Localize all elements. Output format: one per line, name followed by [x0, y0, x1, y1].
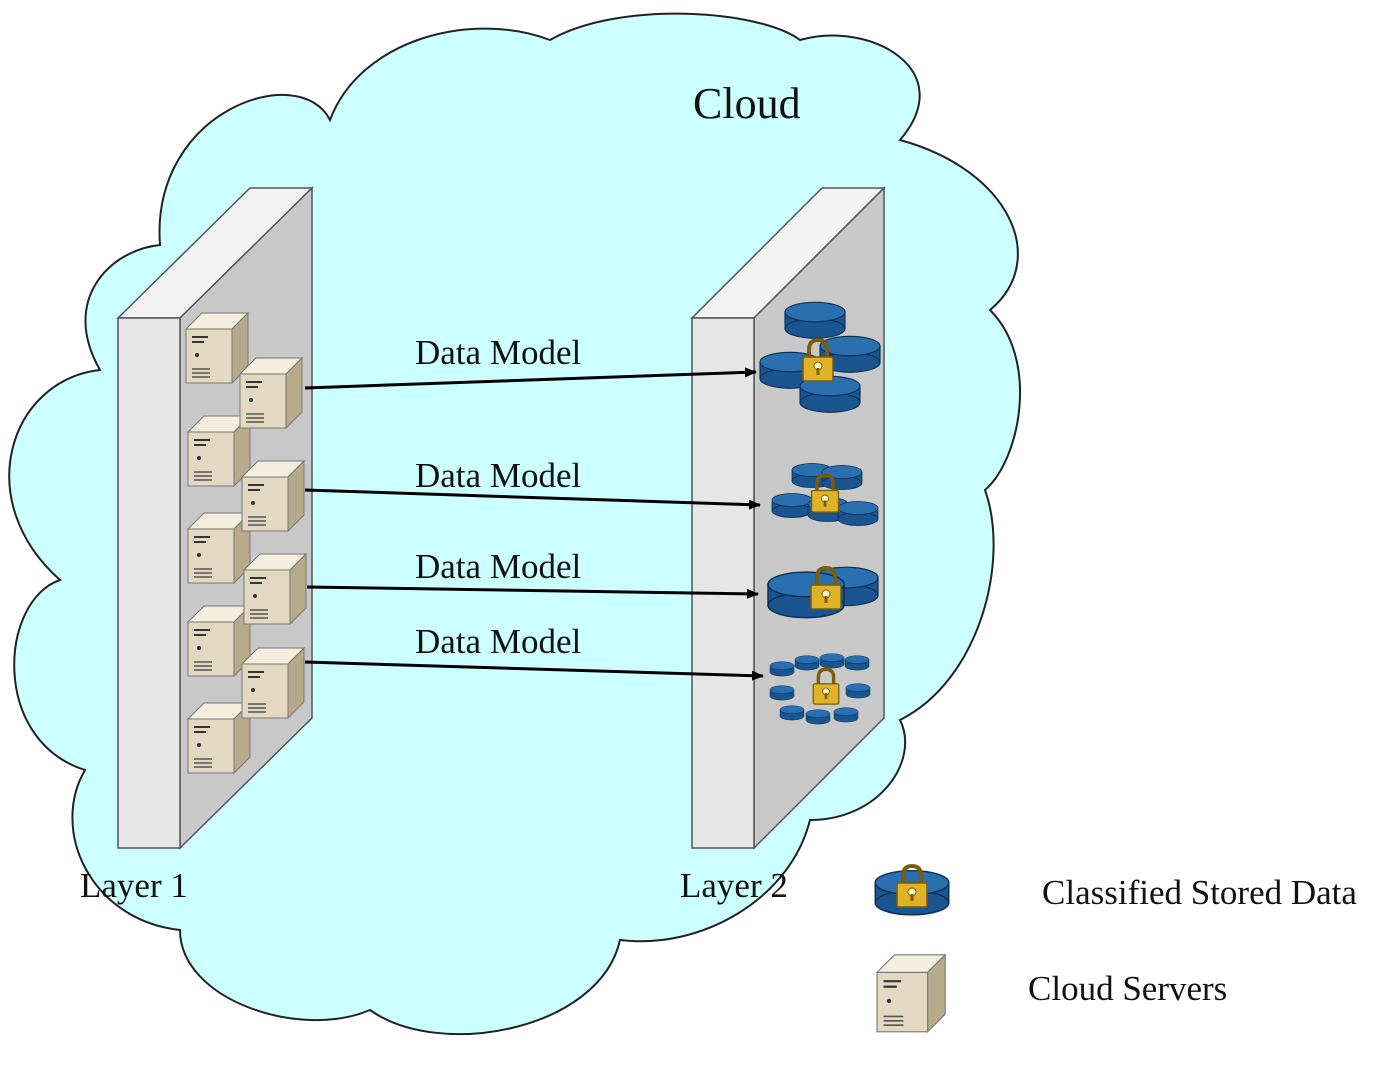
legend-item-cloud-servers: Cloud Servers: [875, 953, 1227, 1033]
cloud-label: Cloud: [693, 79, 801, 128]
data-model-arrow-2: [304, 488, 761, 510]
data-model-label-2: Data Model: [415, 456, 581, 495]
server-icon: [187, 512, 251, 584]
server-icon: [243, 553, 307, 625]
classified-data-cluster-4: [769, 653, 871, 725]
layer-2-label: Layer 2: [680, 866, 788, 905]
legend-item-classified-data: Classified Stored Data: [874, 864, 1357, 916]
data-model-arrow-1: [304, 367, 757, 390]
server-icon: [875, 953, 947, 1033]
server-icon: [239, 357, 303, 429]
data-model-label-1: Data Model: [415, 333, 581, 372]
layer-1-label: Layer 1: [80, 866, 188, 905]
legend-label-classified-data: Classified Stored Data: [1042, 873, 1357, 912]
data-model-arrow-3: [306, 585, 759, 599]
server-icon: [185, 312, 249, 384]
data-model-label-4: Data Model: [415, 622, 581, 661]
server-icon: [241, 647, 305, 719]
server-icon: [241, 460, 305, 532]
server-icon: [187, 702, 251, 774]
legend-label-cloud-servers: Cloud Servers: [1028, 969, 1227, 1008]
data-model-arrows: [304, 367, 764, 681]
data-model-arrow-4: [304, 660, 764, 681]
server-icon: [187, 605, 251, 677]
data-model-label-3: Data Model: [415, 547, 581, 586]
legend: Classified Stored Data Cloud Servers: [874, 864, 1357, 1033]
